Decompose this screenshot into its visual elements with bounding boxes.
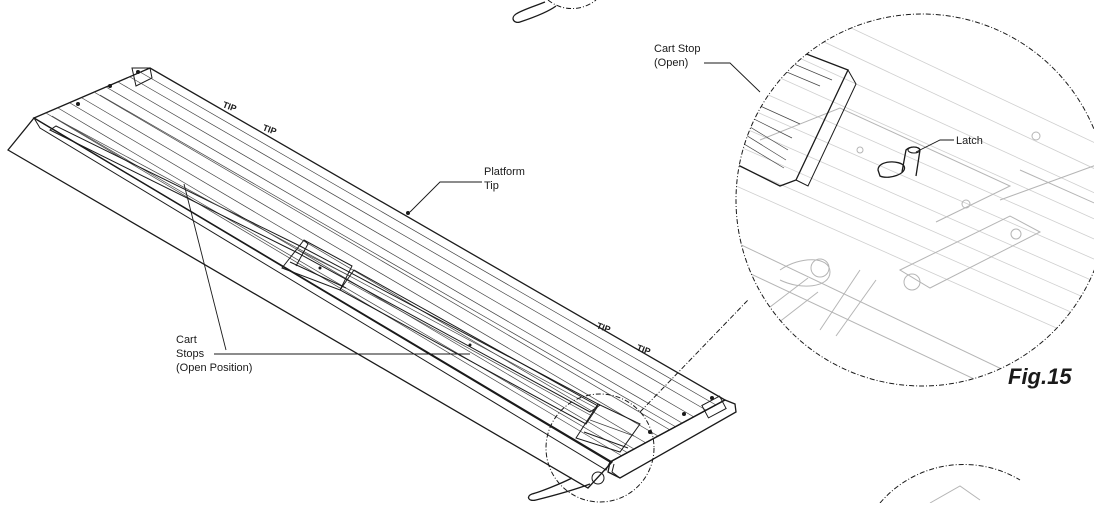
- label-platform-tip: Platform Tip: [409, 166, 525, 213]
- detail-callout-lower: [545, 393, 655, 503]
- handle-upper: [512, 1, 557, 24]
- cart-stops-label-1: Cart: [176, 334, 197, 346]
- cart-stops-label-2: Stops: [176, 348, 205, 360]
- platform-tip-label-1: Platform: [484, 166, 525, 178]
- stop-channel: [49, 125, 601, 413]
- cart-stop-1: [281, 239, 353, 291]
- near-rail: [33, 117, 611, 471]
- detail-ribs: [736, 17, 1094, 335]
- label-cart-stop-open: Cart Stop (Open): [654, 43, 761, 93]
- bolts: [76, 70, 714, 434]
- svg-text:TIP: TIP: [221, 99, 238, 113]
- platform-deck: [32, 67, 727, 463]
- deck-ribs: [45, 71, 717, 457]
- svg-text:TIP: TIP: [261, 122, 278, 136]
- detail-ring: [735, 13, 1094, 387]
- tip-decals: TIP TIP TIP TIP: [221, 99, 652, 356]
- cart-stop-2: [575, 403, 641, 453]
- figure-number: Fig.15: [1008, 364, 1072, 389]
- cart-stop-open-label-1: Cart Stop: [654, 43, 700, 55]
- label-latch: Latch: [915, 135, 983, 153]
- svg-text:TIP: TIP: [635, 342, 652, 356]
- detail-latch: [877, 146, 921, 178]
- platform-tip-label-2: Tip: [484, 180, 499, 192]
- cart-stops-label-3: (Open Position): [176, 362, 252, 374]
- svg-text:TIP: TIP: [595, 320, 612, 334]
- latch-label: Latch: [956, 135, 983, 147]
- cart-stop-bar: [339, 269, 599, 425]
- cart-stop-open-label-2: (Open): [654, 57, 688, 69]
- platform-tip-assembly: TIP TIP TIP TIP: [7, 0, 749, 503]
- hinge-end-plate: [607, 399, 737, 479]
- detail-cart-stop: [736, 39, 857, 187]
- handle-lower: [527, 477, 591, 502]
- label-cart-stops: Cart Stops (Open Position): [176, 183, 470, 374]
- detail-view: [735, 13, 1094, 387]
- ramp-plate: [7, 117, 614, 489]
- detail-callout-next: [879, 463, 1021, 504]
